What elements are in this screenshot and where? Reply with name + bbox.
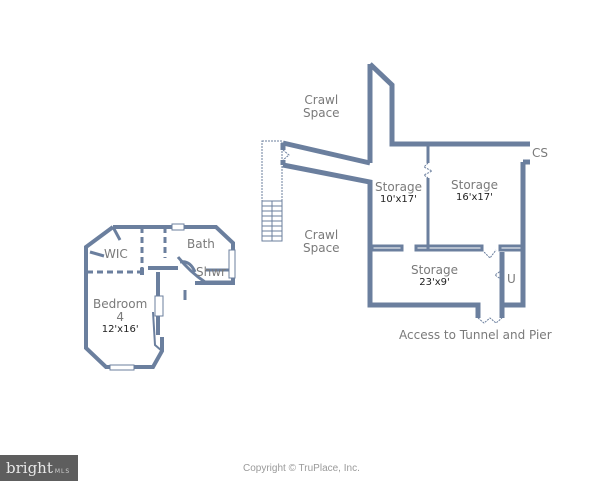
- wall-right: [499, 162, 526, 318]
- copyright-text: Copyright © TruPlace, Inc.: [243, 463, 360, 474]
- wall-corridor-bottom: [282, 162, 481, 318]
- room-label-shower: Shwr: [196, 265, 226, 279]
- room-label-cs: CS: [532, 146, 548, 160]
- access-annotation: Access to Tunnel and Pier: [399, 328, 552, 342]
- room-label-bath: Bath: [187, 237, 215, 251]
- wall-tower: [368, 62, 530, 147]
- wall-corridor-top: [282, 140, 371, 166]
- room-label-utility: U: [507, 272, 516, 286]
- room-label-wic: WIC: [104, 247, 128, 261]
